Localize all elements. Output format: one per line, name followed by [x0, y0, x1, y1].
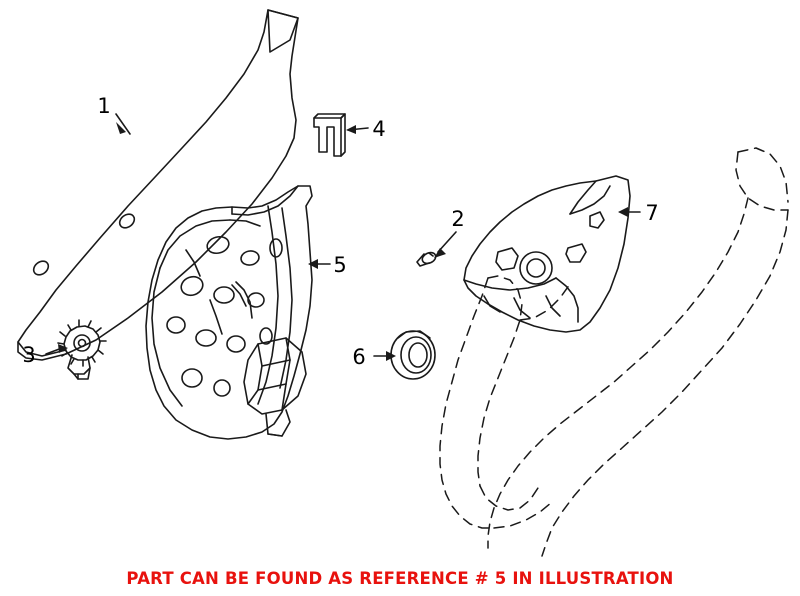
- part-window-motor-gear: [57, 319, 107, 380]
- part-screw-rivet: [416, 251, 437, 267]
- leader-2: [437, 231, 457, 253]
- part-grommet-seal: [390, 330, 436, 380]
- part-retaining-clip: [313, 113, 346, 157]
- part-inner-trim-panel: [463, 175, 631, 333]
- part-door-glass: [17, 9, 299, 361]
- callout-number-5: 5: [333, 253, 346, 277]
- callout-number-4: 4: [372, 117, 385, 141]
- part-window-regulator-assembly: [145, 185, 313, 440]
- vehicle-body-phantom-outline: [439, 147, 789, 557]
- callout-number-6: 6: [352, 345, 365, 369]
- callout-number-2: 2: [451, 207, 464, 231]
- leader-1: [115, 113, 131, 135]
- callout-number-7: 7: [645, 201, 658, 225]
- callout-number-3: 3: [22, 343, 35, 367]
- reference-footer-note: PART CAN BE FOUND AS REFERENCE # 5 IN IL…: [126, 569, 674, 588]
- callout-leader-lines: [45, 113, 641, 361]
- callout-numbers: 1 2 3 4 5 6 7: [22, 94, 658, 369]
- callout-number-1: 1: [97, 94, 110, 118]
